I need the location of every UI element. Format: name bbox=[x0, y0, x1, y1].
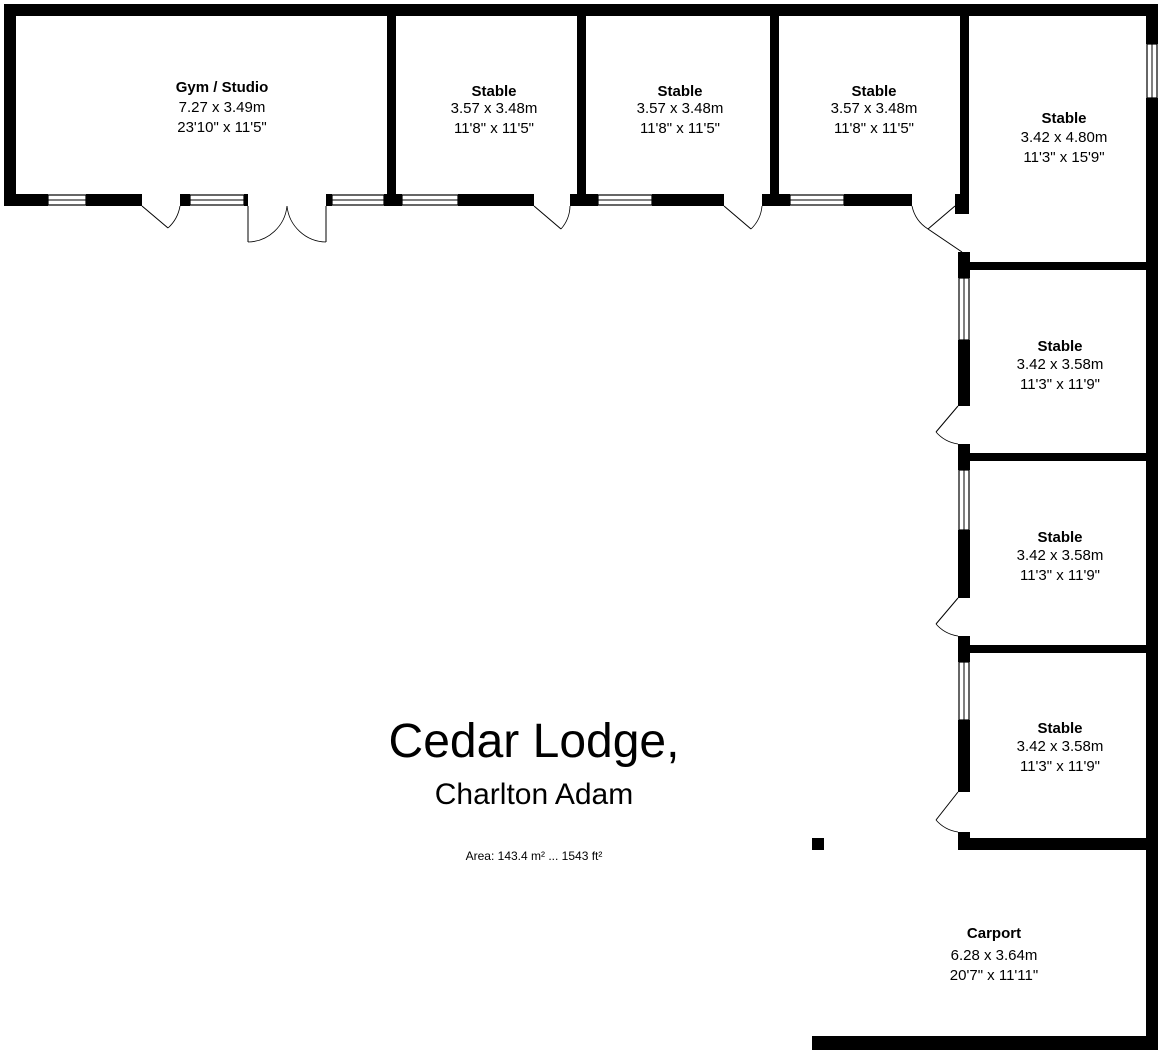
wall-col-f bbox=[958, 720, 970, 792]
wall-gym-left bbox=[4, 4, 16, 206]
door bbox=[935, 597, 959, 637]
room-imperial: 20'7" x 11'11" bbox=[950, 967, 1038, 984]
door bbox=[935, 405, 959, 445]
room-metric: 3.57 x 3.48m bbox=[451, 100, 538, 117]
wall-bot-a bbox=[4, 194, 48, 206]
room-name: Stable bbox=[1037, 720, 1082, 737]
window bbox=[958, 469, 970, 531]
room-name: Stable bbox=[851, 83, 896, 100]
room-label-stable-2: Stable 3.57 x 3.48m 11'8" x 11'5" bbox=[637, 83, 724, 137]
room-label-stable-6: Stable 3.42 x 3.58m 11'3" x 11'9" bbox=[1017, 529, 1104, 584]
carport-post bbox=[812, 838, 824, 850]
wall-bot-i bbox=[652, 194, 724, 206]
room-metric: 3.42 x 3.58m bbox=[1017, 547, 1104, 564]
wall-h-3 bbox=[958, 645, 1158, 653]
window bbox=[189, 194, 245, 206]
window bbox=[1146, 43, 1158, 99]
door bbox=[911, 205, 956, 230]
wall-part-2 bbox=[577, 4, 586, 206]
wall-bot-k bbox=[844, 194, 912, 206]
room-label-stable-4: Stable 3.42 x 4.80m 11'3" x 15'9" bbox=[1021, 110, 1108, 166]
room-metric: 3.42 x 4.80m bbox=[1021, 129, 1108, 146]
room-imperial: 11'3" x 11'9" bbox=[1020, 376, 1100, 393]
room-label-gym: Gym / Studio 7.27 x 3.49m 23'10" x 11'5" bbox=[176, 79, 269, 136]
room-imperial: 11'3" x 11'9" bbox=[1020, 758, 1100, 775]
room-imperial: 11'8" x 11'5" bbox=[640, 120, 720, 137]
room-name: Carport bbox=[967, 925, 1021, 942]
room-metric: 3.42 x 3.58m bbox=[1017, 356, 1104, 373]
room-label-stable-1: Stable 3.57 x 3.48m 11'8" x 11'5" bbox=[451, 83, 538, 137]
wall-bot-e bbox=[326, 194, 332, 206]
wall-right-carport bbox=[1146, 842, 1158, 1050]
room-label-carport: Carport 6.28 x 3.64m 20'7" x 11'11" bbox=[950, 925, 1038, 984]
wall-bot-f bbox=[384, 194, 402, 206]
room-name: Stable bbox=[1037, 338, 1082, 355]
door bbox=[935, 791, 959, 833]
room-metric: 6.28 x 3.64m bbox=[951, 947, 1038, 964]
room-name: Gym / Studio bbox=[176, 79, 269, 96]
door bbox=[141, 205, 181, 229]
wall-bot-g bbox=[458, 194, 534, 206]
room-metric: 3.57 x 3.48m bbox=[637, 100, 724, 117]
doors bbox=[141, 205, 963, 833]
wall-bot-b bbox=[86, 194, 142, 206]
double-door bbox=[247, 205, 327, 243]
wall-part-1 bbox=[387, 4, 396, 206]
room-name: Stable bbox=[471, 83, 516, 100]
wall-h-4 bbox=[958, 838, 1158, 850]
room-imperial: 11'8" x 11'5" bbox=[834, 120, 914, 137]
window bbox=[597, 194, 653, 206]
wall-right-upper bbox=[1146, 4, 1158, 44]
door bbox=[927, 228, 963, 253]
room-metric: 3.42 x 3.58m bbox=[1017, 738, 1104, 755]
property-area: Area: 143.4 m² ... 1543 ft² bbox=[466, 849, 603, 863]
wall-carport-bottom bbox=[812, 1036, 1158, 1050]
property-location: Charlton Adam bbox=[435, 778, 633, 811]
wall-col-b bbox=[958, 340, 970, 406]
property-title-block: Cedar Lodge, Charlton Adam Area: 143.4 m… bbox=[389, 715, 680, 863]
window bbox=[47, 194, 87, 206]
wall-bot-c bbox=[180, 194, 190, 206]
wall-bot-j bbox=[762, 194, 790, 206]
windows bbox=[47, 43, 1158, 721]
wall-part-4 bbox=[960, 4, 969, 214]
door bbox=[533, 205, 571, 230]
wall-bot-d bbox=[244, 194, 248, 206]
wall-bot-h bbox=[570, 194, 598, 206]
window bbox=[958, 277, 970, 341]
wall-part-3 bbox=[770, 4, 779, 206]
room-name: Stable bbox=[1041, 110, 1086, 127]
wall-right-mid bbox=[1146, 98, 1158, 842]
window bbox=[789, 194, 845, 206]
window bbox=[331, 194, 385, 206]
room-metric: 7.27 x 3.49m bbox=[179, 99, 266, 116]
wall-bot-l bbox=[955, 194, 969, 214]
room-imperial: 11'3" x 15'9" bbox=[1023, 149, 1104, 166]
room-metric: 3.57 x 3.48m bbox=[831, 100, 918, 117]
room-label-stable-3: Stable 3.57 x 3.48m 11'8" x 11'5" bbox=[831, 83, 918, 137]
walls bbox=[4, 4, 1158, 1050]
room-imperial: 11'3" x 11'9" bbox=[1020, 567, 1100, 584]
wall-h-2 bbox=[958, 453, 1158, 461]
property-name: Cedar Lodge, bbox=[389, 715, 680, 768]
door bbox=[723, 205, 763, 230]
window bbox=[958, 661, 970, 721]
wall-h-1 bbox=[958, 262, 1158, 270]
room-imperial: 11'8" x 11'5" bbox=[454, 120, 534, 137]
wall-col-d bbox=[958, 530, 970, 598]
room-name: Stable bbox=[657, 83, 702, 100]
room-label-stable-5: Stable 3.42 x 3.58m 11'3" x 11'9" bbox=[1017, 338, 1104, 393]
room-label-stable-7: Stable 3.42 x 3.58m 11'3" x 11'9" bbox=[1017, 720, 1104, 775]
window bbox=[401, 194, 459, 206]
room-imperial: 23'10" x 11'5" bbox=[177, 119, 267, 136]
room-name: Stable bbox=[1037, 529, 1082, 546]
